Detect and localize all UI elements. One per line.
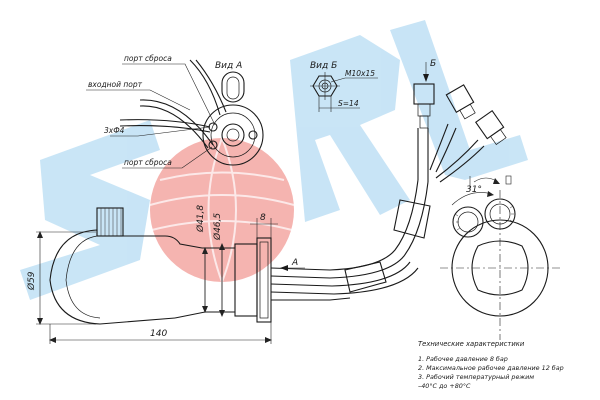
connector <box>475 110 505 140</box>
technical-specs: Технические характеристики 1. Рабочее да… <box>418 340 598 391</box>
port-hole <box>208 140 218 150</box>
port-input-label: входной порт <box>88 80 143 89</box>
front-flange <box>451 219 549 317</box>
port-reset-bottom-label: порт сброса <box>124 158 172 167</box>
flange-ring <box>256 237 272 323</box>
dome-body <box>49 229 176 325</box>
dim-140-label: 140 <box>150 329 167 339</box>
dim-8-label: 8 <box>260 213 266 223</box>
marker-b-label: Б <box>430 59 436 69</box>
view-a-label: Вид А <box>215 61 242 71</box>
watermark-globe <box>150 138 294 282</box>
watermark-letter-u <box>390 20 528 180</box>
view-b-label: Вид Б <box>310 61 337 71</box>
knurled-head <box>452 206 484 238</box>
spec-item: –40°С до +80°С <box>418 382 471 390</box>
spec-item: 1. Рабочее давление 8 бар <box>418 355 508 363</box>
watermark <box>20 20 528 300</box>
knurled-head <box>484 198 516 230</box>
port-hole <box>208 122 218 132</box>
dimensions: Ø59 Ø41,8 Ø46,5 8 140 <box>26 205 278 344</box>
specs-title: Технические характеристики <box>418 340 525 348</box>
marker-a-label: A <box>291 258 298 268</box>
watermark-letter-r <box>290 35 410 222</box>
dim-46-5-label: Ø46,5 <box>212 213 223 241</box>
front-view: 31° <box>440 175 560 340</box>
view-a-flange <box>202 104 264 166</box>
view-b: Вид Б M10x15 S=14 <box>310 61 378 112</box>
port-hole <box>248 130 258 140</box>
angle-31-label: 31° <box>466 185 482 195</box>
thread-label: M10x15 <box>345 69 375 78</box>
spec-item: 3. Рабочий температурный режим <box>418 373 535 381</box>
wrench-label: S=14 <box>338 99 359 108</box>
dim-59-label: Ø59 <box>26 271 37 291</box>
hose-sleeve <box>344 261 387 293</box>
dim-41-8-label: Ø41,8 <box>195 205 206 233</box>
spec-item: 2. Максимальное рабочее давление 12 бар <box>418 364 564 372</box>
port-reset-top-label: порт сброса <box>124 54 172 63</box>
watermark-letter-s <box>20 120 160 300</box>
view-a: Вид А порт сброса входной порт 3хФ4 порт… <box>86 54 264 169</box>
port-holes-label: 3хФ4 <box>104 126 125 135</box>
